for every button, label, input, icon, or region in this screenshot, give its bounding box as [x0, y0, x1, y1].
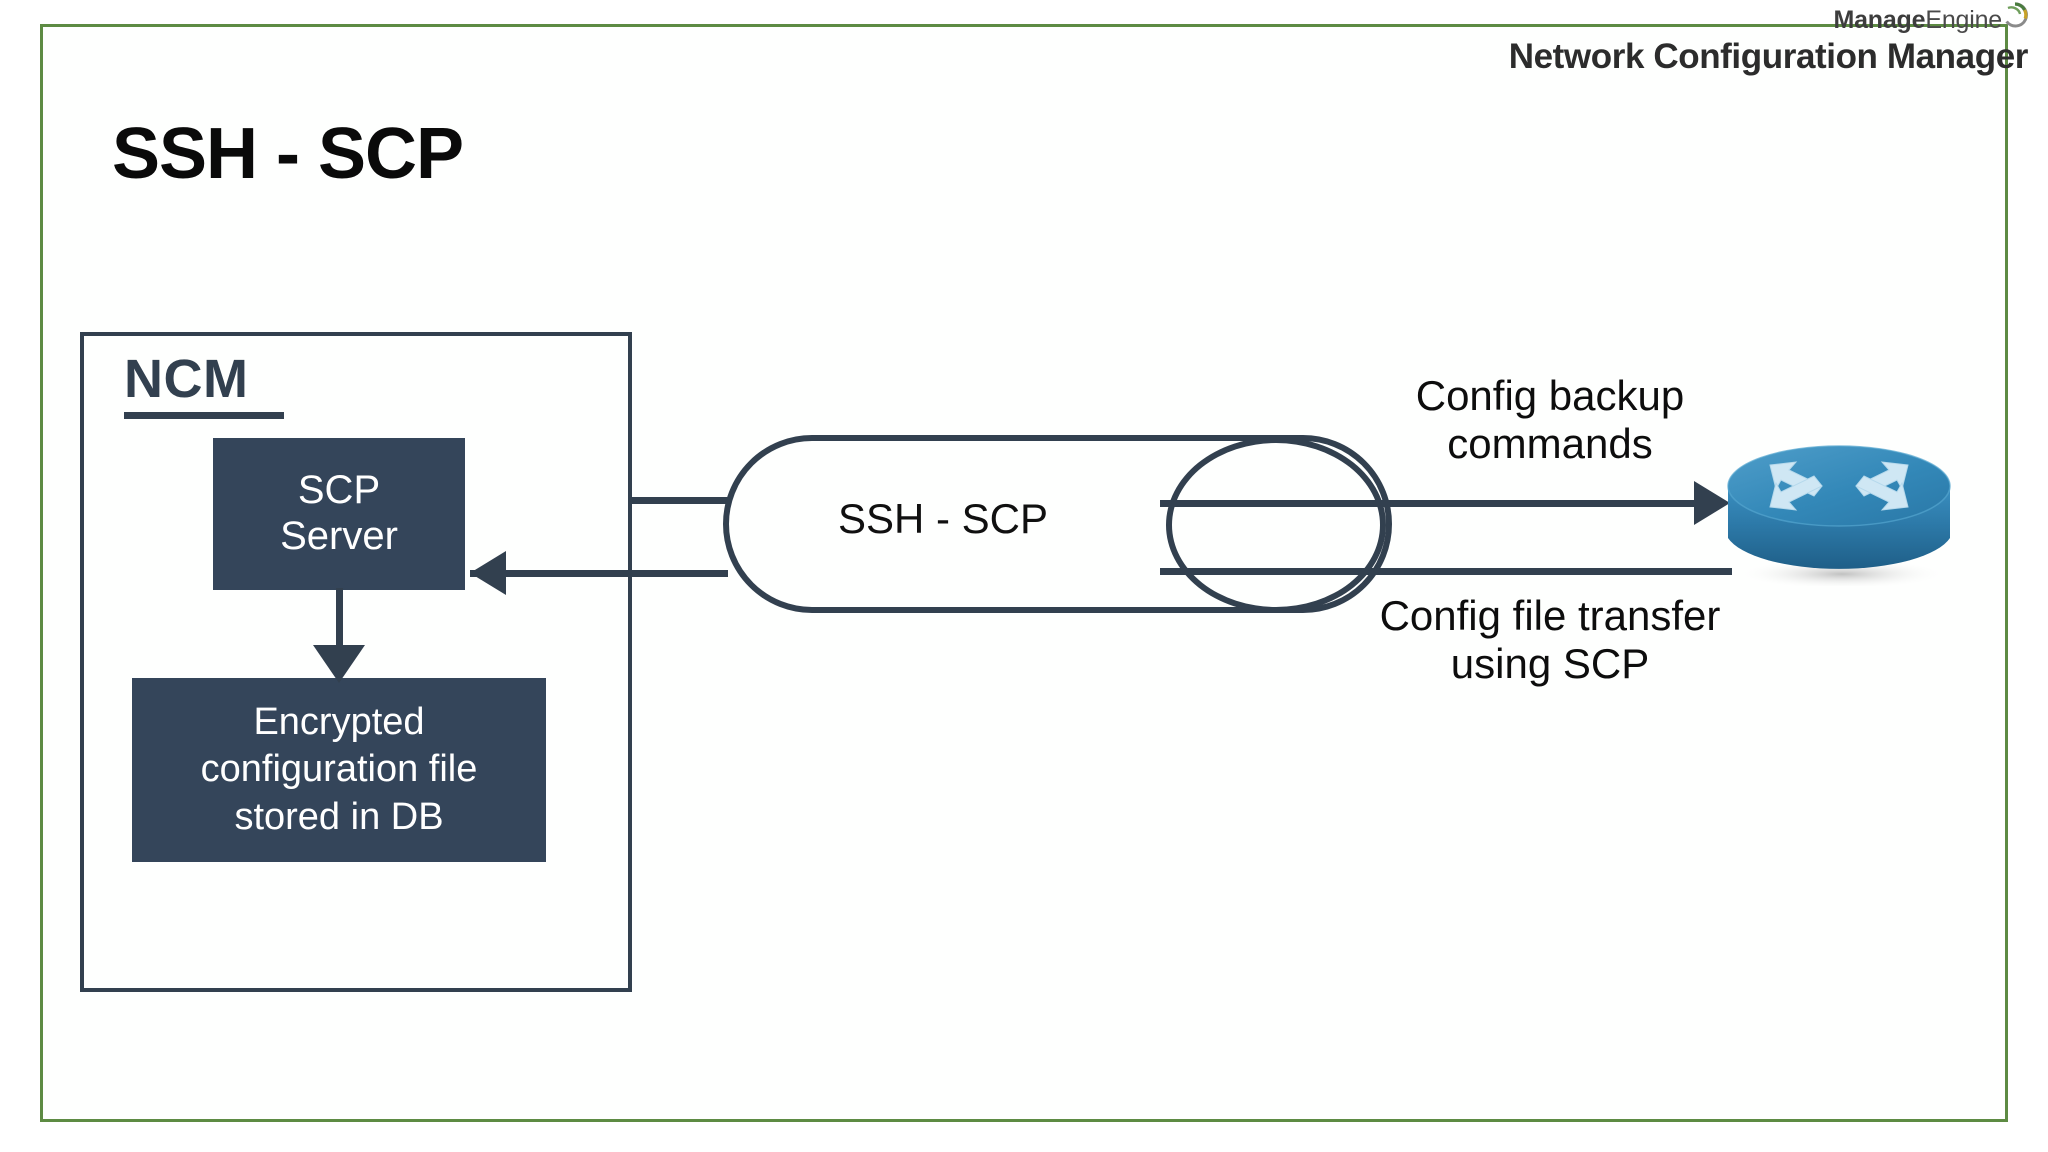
pipe-circle-icon [1166, 437, 1386, 613]
scp-server-node: SCP Server [213, 438, 465, 590]
product-name: Network Configuration Manager [1508, 37, 2029, 76]
encrypted-store-line-2: configuration file [200, 748, 478, 791]
config-file-transfer-label: Config file transfer using SCP [1379, 592, 1721, 687]
arrowhead-left-icon [470, 551, 506, 595]
manageengine-wordmark: ManageEngine [1833, 2, 2028, 34]
encrypted-store-line-3: stored in DB [234, 795, 444, 838]
ssh-scp-channel-label: SSH - SCP [837, 495, 1049, 542]
manageengine-prefix: Manage [1833, 6, 1926, 34]
manageengine-swirl-icon [2002, 2, 2028, 28]
arrowhead-right-icon [1694, 481, 1730, 525]
manageengine-suffix: Engine [1925, 6, 2002, 34]
brand-block: ManageEngine Network Configuration Manag… [1508, 2, 2029, 76]
connector-return-line [470, 570, 728, 577]
connector-backup-commands-line [1160, 500, 1700, 507]
router-icon [1718, 438, 1960, 589]
encrypted-config-store-node: Encrypted configuration file stored in D… [132, 678, 546, 862]
ncm-label-underline [124, 412, 284, 419]
page-title: SSH - SCP [112, 114, 464, 194]
encrypted-store-line-1: Encrypted [253, 701, 425, 744]
scp-server-line-1: SCP [297, 468, 381, 513]
ncm-label: NCM [124, 349, 249, 409]
connector-file-transfer-line [1160, 568, 1732, 575]
connector-scp-to-db-line [336, 588, 343, 650]
connector-top-stub [628, 497, 728, 504]
ssh-scp-channel-shape [723, 435, 1392, 613]
scp-server-line-2: Server [280, 514, 398, 558]
config-backup-commands-label: Config backup commands [1415, 372, 1685, 467]
ncm-container [80, 332, 632, 992]
arrowhead-down-icon [313, 645, 365, 683]
